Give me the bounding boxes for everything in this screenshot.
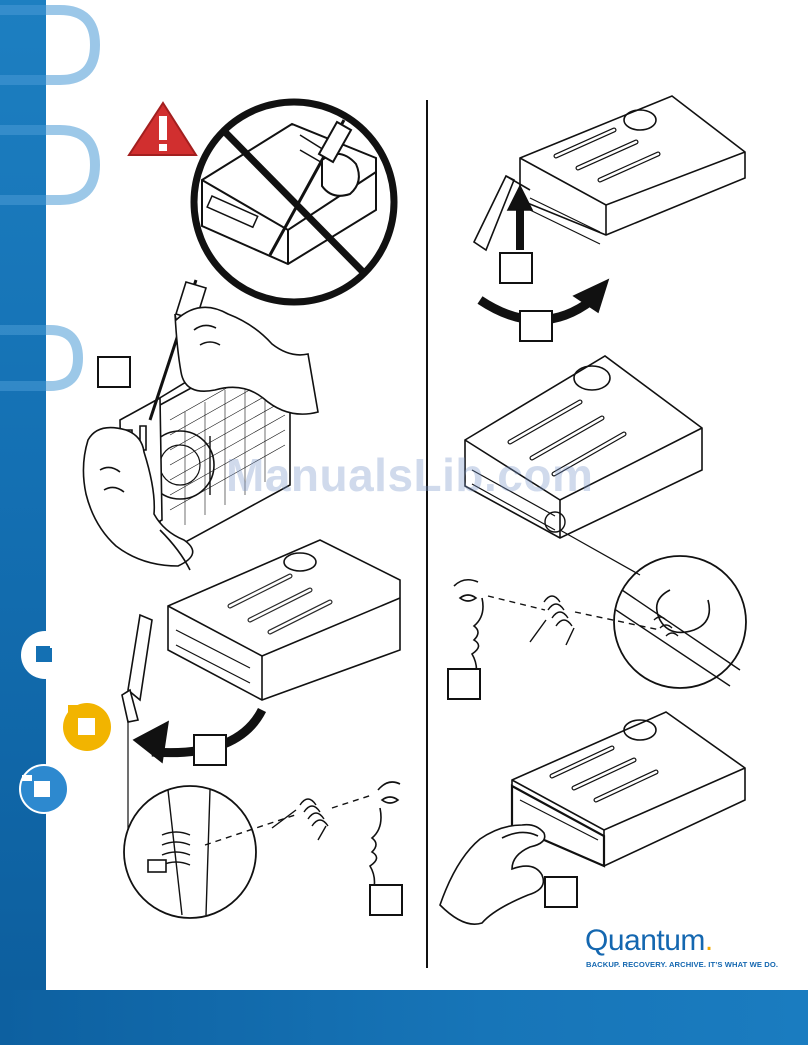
bezel-pry-illustration <box>82 279 319 571</box>
step-box-5 <box>519 310 553 342</box>
step-box-4 <box>499 252 533 284</box>
bezel-swing-illustration <box>472 95 746 325</box>
left-blue-band <box>0 0 46 1045</box>
step-box-1 <box>97 356 131 388</box>
step-box-7 <box>544 876 578 908</box>
step-box-2 <box>193 734 227 766</box>
watermark-text: ManualsLib.com <box>226 449 594 501</box>
logo-blue-icon <box>19 764 69 814</box>
logo-white-icon <box>21 631 69 679</box>
spring-check-illustration <box>453 355 747 689</box>
column-divider <box>426 100 428 968</box>
brand-logo: Quantum. <box>585 924 713 958</box>
press-bezel-illustration <box>439 711 746 925</box>
eye-inspect-icon <box>380 796 400 804</box>
step-box-3 <box>369 884 403 916</box>
bezel-removed-illustration <box>121 539 401 919</box>
no-screwdriver-icon <box>190 98 398 306</box>
logo-yellow-icon <box>63 703 111 751</box>
step-box-6 <box>447 668 481 700</box>
bottom-blue-band <box>0 990 808 1045</box>
brand-tagline: BACKUP. RECOVERY. ARCHIVE. IT’S WHAT WE … <box>586 960 779 969</box>
brand-name: Quantum <box>585 924 705 957</box>
brand-dot: . <box>704 924 713 957</box>
warning-triangle-icon <box>127 101 198 156</box>
